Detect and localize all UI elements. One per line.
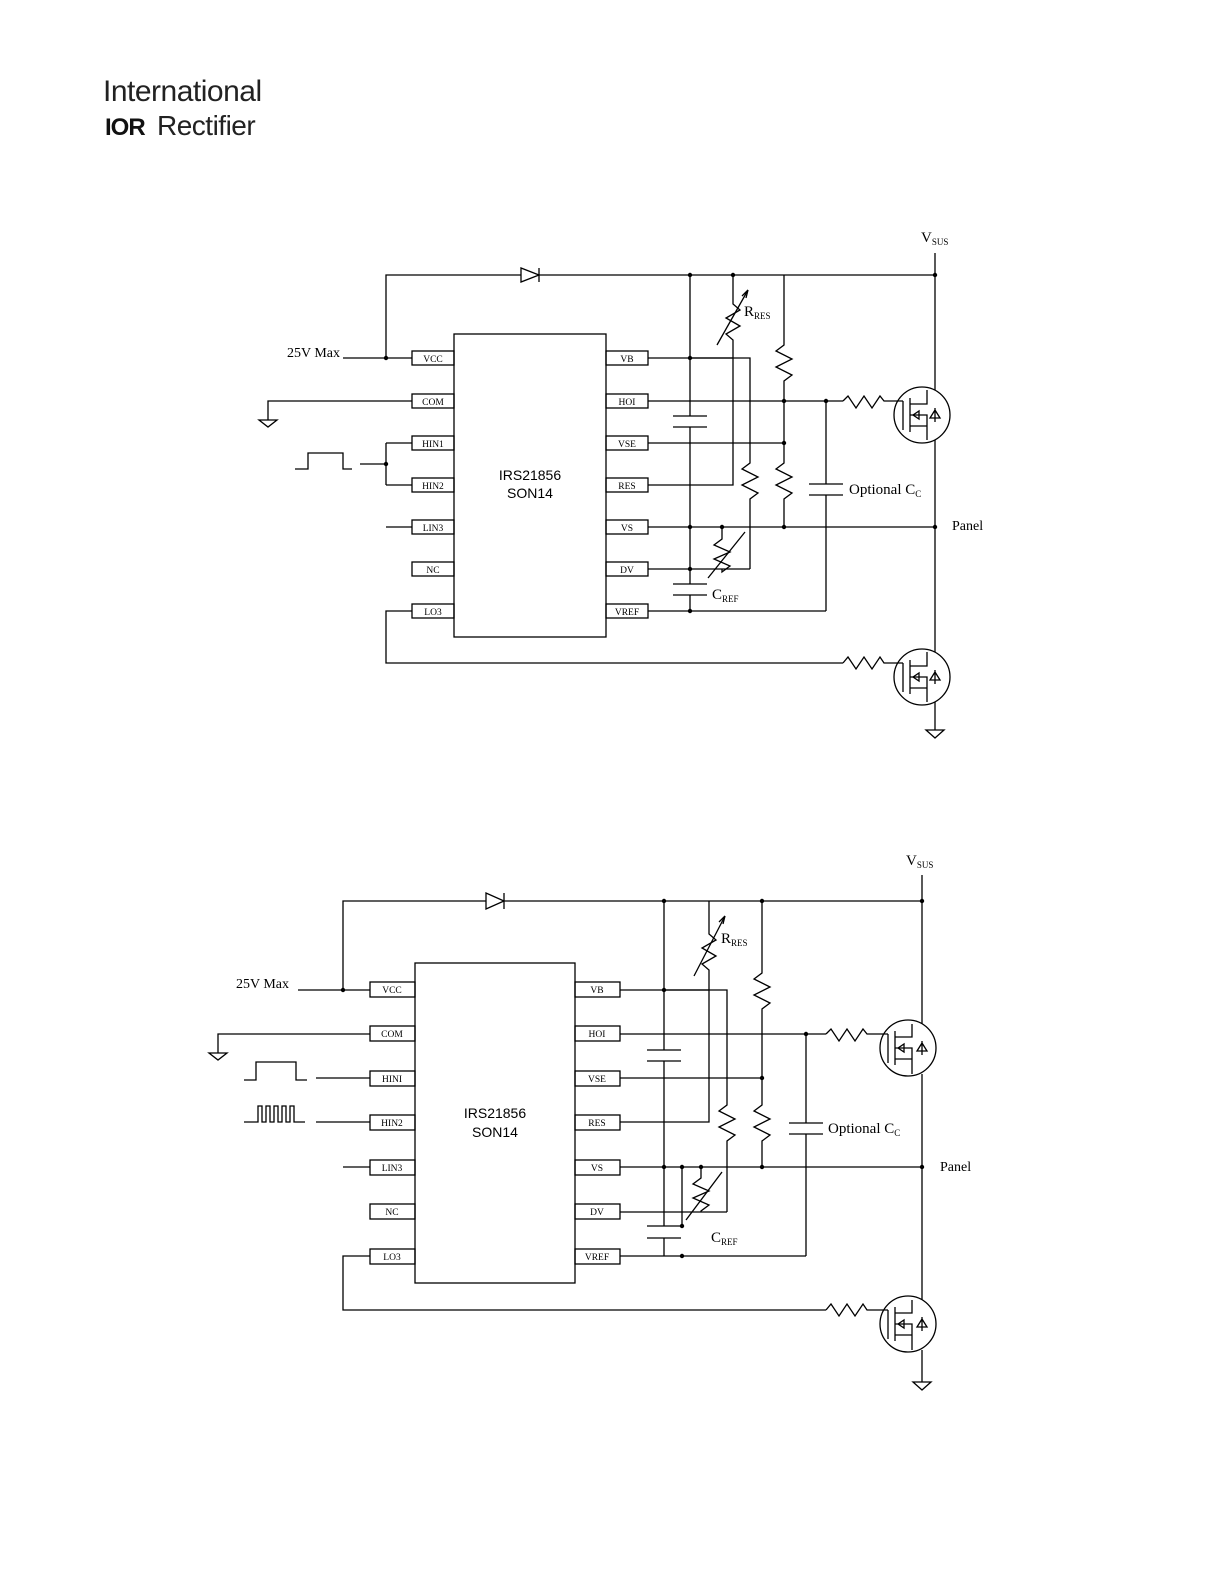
chip-package-2: SON14 [472,1124,518,1140]
cref-label-2: CREF [711,1230,738,1247]
pin-label: LO3 [383,1253,401,1263]
pin-label: LIN3 [423,524,444,534]
pin-label: RES [588,1119,605,1129]
pin-label: VSE [588,1075,606,1085]
pin-box-nc-1 [411,561,455,577]
optional-cc-label-2: Optional CC [828,1121,900,1138]
pin-label: NC [385,1208,398,1218]
vsus-label-1: VSUS [921,230,948,247]
pin-label: HINI [382,1075,402,1085]
pin-label: NC [426,566,439,576]
pin-label: VREF [615,608,639,618]
pin-label: HIN2 [381,1119,403,1129]
pin-label: VSE [618,440,636,450]
logo-line-1: International [103,75,262,108]
schematic-2-junctions [340,898,925,1259]
chip-name-2: IRS21856 [464,1105,526,1121]
pin-label: VB [590,986,603,996]
pin-label: VS [591,1164,603,1174]
optional-cc-label-1: Optional CC [849,482,921,499]
pin-label: HIN1 [422,440,444,450]
pin-box-nc-2 [369,1203,416,1220]
rres-label-1: RRES [744,304,771,321]
schematic-1-junctions [383,272,938,614]
pin-labels-1: VCC COM HIN1 HIN2 LIN3 NC LO3 VB HOI VSE… [422,355,639,618]
pin-label: COM [422,398,444,408]
pin-label: VS [621,524,633,534]
panel-label-2: Panel [940,1160,971,1175]
chip-name-1: IRS21856 [499,467,561,483]
pin-label: DV [620,566,634,576]
vsus-label-2: VSUS [906,853,933,870]
chip-package-1: SON14 [507,485,553,501]
logo-line-2: Rectifier [157,110,255,141]
panel-label-1: Panel [952,519,983,534]
pin-label: VCC [382,986,402,996]
pin-label: VCC [423,355,443,365]
pin-label: COM [381,1030,403,1040]
company-logo: International IOR Rectifier [103,75,262,141]
logo-mark: IOR [105,114,145,141]
pin-label: RES [618,482,635,492]
pin-label: HIN2 [422,482,444,492]
pin-label: VREF [585,1253,609,1263]
supply-label-1: 25V Max [287,346,340,361]
schematic-1-wires [257,253,951,739]
supply-label-2: 25V Max [236,977,289,992]
pin-label: VB [620,355,633,365]
pin-labels-2: VCC COM HINI HIN2 LIN3 NC LO3 VB HOI VSE… [381,986,609,1263]
rres-label-2: RRES [721,931,748,948]
pin-label: LIN3 [382,1164,403,1174]
cref-label-1: CREF [712,587,739,604]
pin-label: DV [590,1208,604,1218]
chip-body-2 [414,962,576,1284]
pin-label: LO3 [424,608,442,618]
pin-label: HOI [589,1030,606,1040]
pin-label: HOI [619,398,636,408]
schematic-2-wires [207,875,937,1391]
